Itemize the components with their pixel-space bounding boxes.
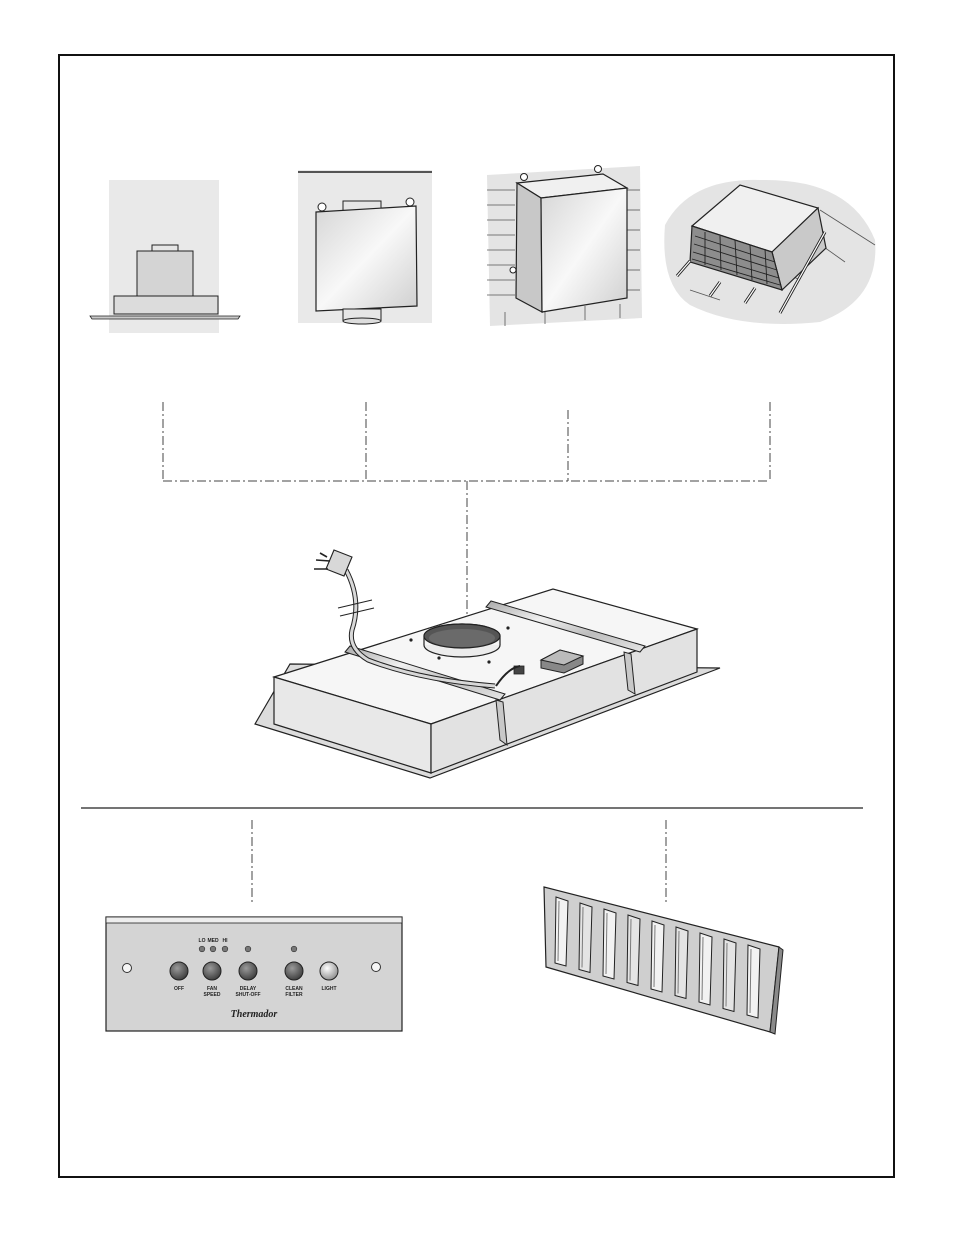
mounting-hole-left bbox=[123, 964, 132, 973]
fan-speed-button[interactable] bbox=[203, 962, 221, 980]
button-label-light: LIGHT bbox=[322, 986, 337, 992]
indicator-led-lo bbox=[199, 946, 205, 952]
baffle-slot bbox=[651, 921, 664, 992]
light-button[interactable] bbox=[320, 962, 338, 980]
off-button[interactable] bbox=[170, 962, 188, 980]
brand-logo: Thermador bbox=[231, 1009, 278, 1020]
speed-label-hi: HI bbox=[223, 938, 229, 944]
button-label-off: OFF bbox=[174, 986, 184, 992]
baffle-slot bbox=[579, 903, 592, 973]
clean-filter-button[interactable] bbox=[285, 962, 303, 980]
baffle-slot bbox=[603, 909, 616, 979]
delay-shutoff-button[interactable] bbox=[239, 962, 257, 980]
baffle-slot bbox=[675, 927, 688, 999]
speed-label-lo: LO bbox=[199, 938, 206, 944]
indicator-led-delay bbox=[245, 946, 251, 952]
indicator-led-med bbox=[210, 946, 216, 952]
blower-option-inline bbox=[298, 170, 432, 324]
hood-insert-liner bbox=[255, 550, 720, 778]
baffle-slot bbox=[555, 897, 568, 966]
connector-lines-lower bbox=[252, 820, 666, 905]
blower-option-exterior-wall bbox=[487, 166, 642, 327]
speed-label-med: MED bbox=[207, 938, 219, 944]
baffle-slot bbox=[723, 939, 736, 1012]
baffle-slot bbox=[627, 915, 640, 986]
indicator-led-hi bbox=[222, 946, 228, 952]
baffle-filter bbox=[544, 887, 783, 1034]
mounting-hole-right bbox=[372, 963, 381, 972]
blower-option-interior bbox=[90, 180, 240, 333]
baffle-slot bbox=[699, 933, 712, 1005]
connector-lines-upper bbox=[163, 402, 770, 625]
blower-option-roof bbox=[664, 180, 875, 324]
baffle-slot bbox=[747, 945, 760, 1018]
indicator-led-clean-filter bbox=[291, 946, 297, 952]
